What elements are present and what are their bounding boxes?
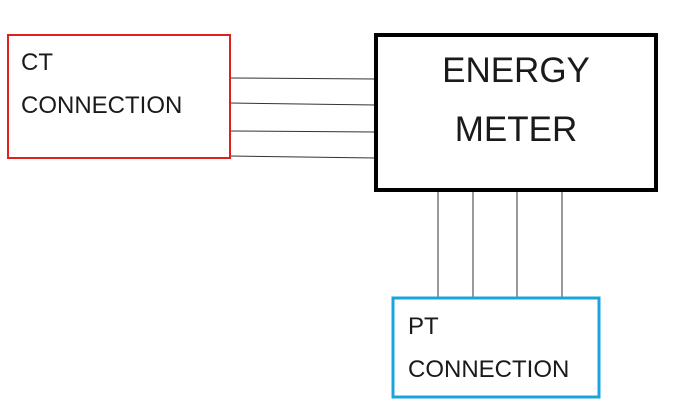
ct-wire-4 [229, 155, 377, 159]
pt-box-border [391, 296, 601, 399]
ct-wire-3 [229, 130, 377, 133]
ct-wires [229, 77, 377, 159]
meter-box-label-line2: METER [455, 110, 578, 149]
ct-connection-box: CT CONNECTION [7, 34, 231, 159]
pt-box-label-line1: PT [408, 313, 439, 340]
ct-wire-2 [229, 102, 377, 106]
meter-box-label-line1: ENERGY [442, 51, 590, 90]
pt-wires [437, 191, 563, 298]
ct-wire-1 [229, 77, 377, 80]
pt-box-label-line2: CONNECTION [408, 356, 569, 383]
ct-box-label-line1: CT [21, 49, 53, 76]
pt-connection-box: PT CONNECTION [391, 296, 601, 399]
meter-box-border [374, 33, 658, 192]
energy-meter-box: ENERGY METER [374, 33, 658, 192]
ct-box-label-line2: CONNECTION [21, 92, 182, 119]
ct-box-border [7, 34, 231, 159]
